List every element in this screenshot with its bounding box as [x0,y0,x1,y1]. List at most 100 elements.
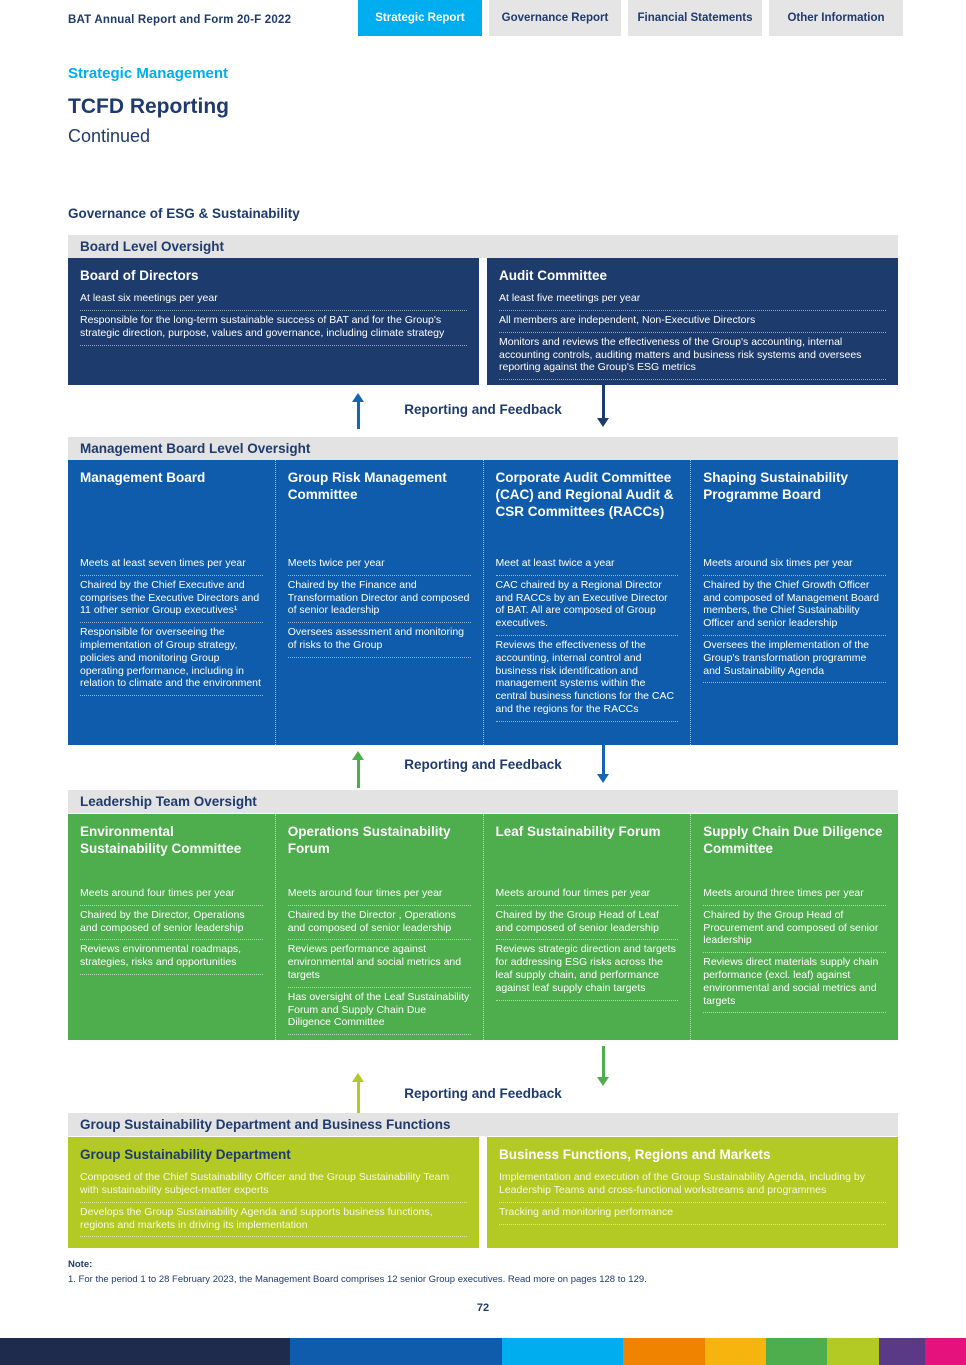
governance-box-title: Shaping Sustainability Programme Board [703,470,849,503]
governance-box-title: Management Board [80,470,206,485]
governance-box-item: Chaired by the Director , Operations and… [287,906,471,941]
governance-box: Board of Directors At least six meetings … [68,258,479,385]
brand-color-segment [879,1338,926,1365]
governance-box-item: Composed of the Chief Sustainability Off… [80,1168,467,1203]
governance-box-title: Board of Directors [80,268,199,283]
arrow-down-icon [597,385,609,427]
governance-box-item: Meets around four times per year [495,884,679,906]
arrow-down-icon [597,745,609,783]
governance-box-item: All members are independent, Non-Executi… [499,311,886,333]
governance-box-item: Reviews performance against environmenta… [287,940,471,988]
governance-box-title: Group Sustainability Department [80,1147,291,1162]
governance-box-item: Meets around six times per year [703,554,886,576]
page-title: TCFD Reporting [68,95,229,118]
brand-color-segment [705,1338,767,1365]
governance-box-title: Leaf Sustainability Forum [495,824,661,839]
governance-box-title: Supply Chain Due Diligence Committee [703,824,883,857]
governance-box-item: Has oversight of the Leaf Sustainability… [287,988,471,1036]
governance-box-item: Chaired by the Group Head of Procurement… [703,906,886,954]
governance-box-item: Chaired by the Director, Operations and … [80,906,263,941]
page-subtitle: Continued [68,126,151,146]
governance-box-item: Meet at least twice a year [495,554,679,576]
section-bar-board-level: Board Level Oversight [68,235,898,258]
reporting-feedback-divider-3: Reporting and Feedback [68,1040,898,1113]
governance-box-item: Develops the Group Sustainability Agenda… [80,1203,467,1238]
governance-box-item: Responsible for overseeing the implement… [80,623,263,697]
section-eyebrow: Strategic Management [68,65,229,82]
governance-diagram: Governance of ESG & Sustainability Board… [68,206,898,1336]
arrow-up-icon [352,1073,364,1113]
governance-box: Audit Committee At least five meetings pe… [487,258,898,385]
governance-box-item: Reviews strategic direction and targets … [495,940,679,1001]
arrow-up-icon [352,751,364,788]
brand-color-segment [502,1338,624,1365]
report-nav-tabs: Strategic Report Governance Report Finan… [358,0,903,36]
divider-label: Reporting and Feedback [404,402,562,417]
governance-box-title: Operations Sustainability Forum [287,824,451,857]
board-level-boxes: Board of Directors At least six meetings … [68,258,898,385]
governance-box-item: At least five meetings per year [499,289,886,311]
brand-color-segment [766,1338,827,1365]
governance-box-item: Oversees the implementation of the Group… [703,636,886,684]
governance-box-item: Oversees assessment and monitoring of ri… [287,623,471,658]
diagram-title: Governance of ESG & Sustainability [68,206,300,221]
brand-color-segment [623,1338,706,1365]
governance-box-title: Group Risk Management Committee [287,470,447,503]
governance-box-item: Meets at least seven times per year [80,554,263,576]
governance-box-item: Meets around four times per year [287,884,471,906]
brand-color-bar [0,1338,966,1365]
governance-box-item: Reviews environmental roadmaps, strategi… [80,940,263,975]
governance-box-item: Chaired by the Chief Executive and compr… [80,576,263,624]
governance-box-item: Reviews direct materials supply chain pe… [703,953,886,1014]
tab-strategic-report[interactable]: Strategic Report [358,0,482,36]
governance-box-item: Implementation and execution of the Grou… [499,1168,886,1203]
governance-box-item: Chaired by the Chief Growth Officer and … [703,576,886,636]
governance-box-item: Chaired by the Finance and Transformatio… [287,576,471,624]
governance-box-item: Reviews the effectiveness of the account… [495,636,679,722]
brand-color-segment [0,1338,290,1365]
report-title: BAT Annual Report and Form 20-F 2022 [68,14,292,26]
governance-box-item: At least six meetings per year [80,289,467,311]
governance-box-title: Corporate Audit Committee (CAC) and Regi… [495,470,674,520]
divider-label: Reporting and Feedback [404,757,562,772]
footnote-text: 1. For the period 1 to 28 February 2023,… [68,1274,647,1285]
footnote-label: Note: [68,1259,93,1270]
divider-label: Reporting and Feedback [404,1086,562,1101]
brand-color-segment [826,1338,880,1365]
governance-box-item: CAC chaired by a Regional Director and R… [495,576,679,636]
footnote: Note: 1. For the period 1 to 28 February… [68,1259,647,1285]
tab-governance-report[interactable]: Governance Report [489,0,621,36]
governance-box-item: Meets around three times per year [703,884,886,906]
arrow-down-icon [597,1046,609,1086]
governance-box-item: Chaired by the Group Head of Leaf and co… [495,906,679,941]
page-number: 72 [476,1302,490,1314]
tab-financial-statements[interactable]: Financial Statements [628,0,762,36]
governance-box-title: Audit Committee [499,268,607,283]
section-bar-management-board-level: Management Board Level Oversight [68,437,898,460]
section-bar-group-sustainability: Group Sustainability Department and Busi… [68,1113,898,1136]
governance-box-item: Responsible for the long-term sustainabl… [80,311,467,346]
governance-box-title: Business Functions, Regions and Markets [499,1147,771,1162]
arrow-up-icon [352,393,364,429]
section-bar-leadership-team: Leadership Team Oversight [68,790,898,813]
governance-box-item: Monitors and reviews the effectiveness o… [499,333,886,381]
governance-box-title: Environmental Sustainability Committee [80,824,242,857]
reporting-feedback-divider-1: Reporting and Feedback [68,385,898,437]
governance-box-item: Meets twice per year [287,554,471,576]
brand-color-segment [289,1338,503,1365]
tab-other-information[interactable]: Other Information [769,0,903,36]
governance-box-item: Meets around four times per year [80,884,263,906]
